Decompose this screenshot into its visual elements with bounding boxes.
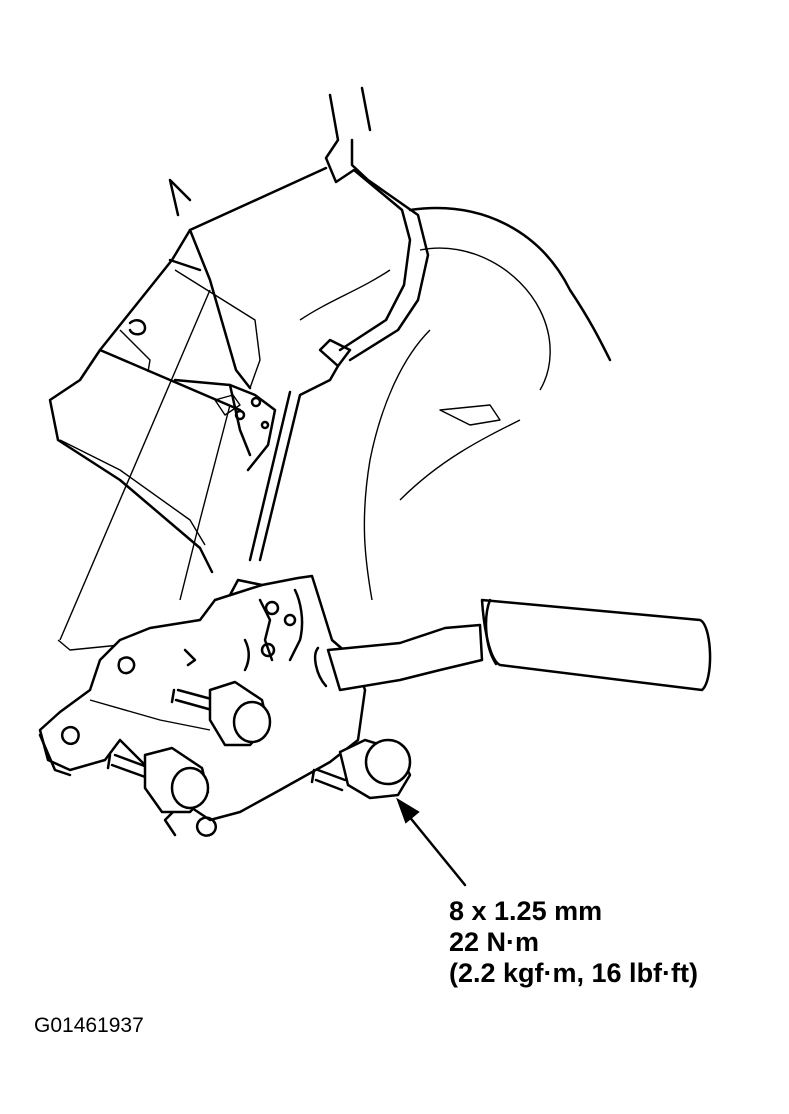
torque-spec-callout: 8 x 1.25 mm 22 N·m (2.2 kgf·m, 16 lbf·ft… [449,896,698,989]
floor-panel [48,166,352,574]
lever-handle [314,598,712,692]
guide-lines [57,269,261,651]
bolt-upper [170,680,272,747]
torque-alt-label: (2.2 kgf·m, 16 lbf·ft) [449,958,699,988]
bolt-size-label: 8 x 1.25 mm [449,896,603,926]
figure-id: G01461937 [34,1014,144,1037]
bolt-lower-right [310,738,412,800]
bolt-lower-left [106,746,210,814]
torque-nm-label: 22 N·m [449,927,540,957]
console-outline [299,86,612,601]
callout-arrow [396,797,467,887]
